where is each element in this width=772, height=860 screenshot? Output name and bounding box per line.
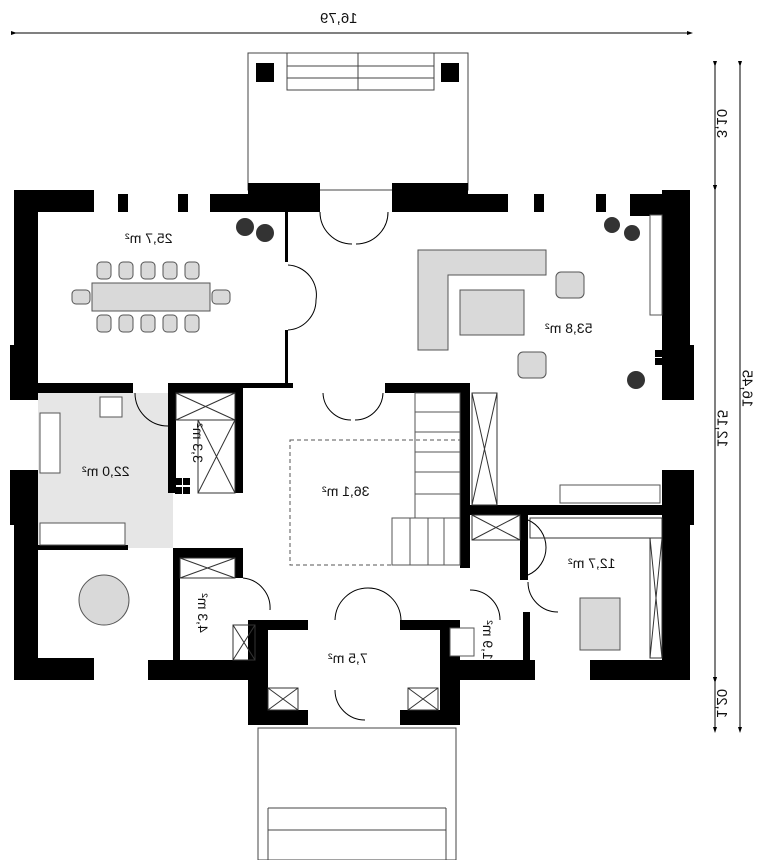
front-porch-dimension: 1,20 <box>713 688 731 719</box>
terrace-column <box>256 63 274 82</box>
dimension-lines <box>11 31 742 733</box>
room-area-living: 53,8 m² <box>545 320 593 336</box>
round-table <box>78 574 130 626</box>
rear-terrace-dimension: 3,10 <box>713 108 731 139</box>
room-area-hall: 36,1 m² <box>322 483 370 499</box>
plants <box>236 217 645 389</box>
dining-table <box>91 282 211 312</box>
desk <box>579 597 621 651</box>
front-porch <box>257 727 457 860</box>
room-area-office: 12,7 m² <box>568 555 616 571</box>
furniture <box>39 214 663 657</box>
total-width-dimension: 16,79 <box>320 10 358 27</box>
closets <box>175 392 663 711</box>
room-area-pantry: 3,3 m² <box>189 423 206 463</box>
staircase <box>289 392 461 566</box>
total-depth-dimension: 16,45 <box>738 369 756 408</box>
sofa <box>417 249 547 351</box>
walls <box>10 183 694 725</box>
room-area-storage: 4,3 m² <box>194 593 211 633</box>
room-area-wc: 1,9 m² <box>479 620 496 660</box>
coffee-table <box>459 289 525 336</box>
terrace-column <box>441 63 459 82</box>
toilet <box>449 627 475 657</box>
room-area-dining: 25,7 m² <box>125 230 173 246</box>
rear-terrace <box>247 52 469 191</box>
main-body-dimension: 12,15 <box>713 409 731 448</box>
doors <box>134 211 559 721</box>
fireplace <box>175 350 670 494</box>
room-area-vestibule: 7,5 m² <box>328 650 368 666</box>
room-area-kitchen: 22,0 m² <box>82 463 130 479</box>
